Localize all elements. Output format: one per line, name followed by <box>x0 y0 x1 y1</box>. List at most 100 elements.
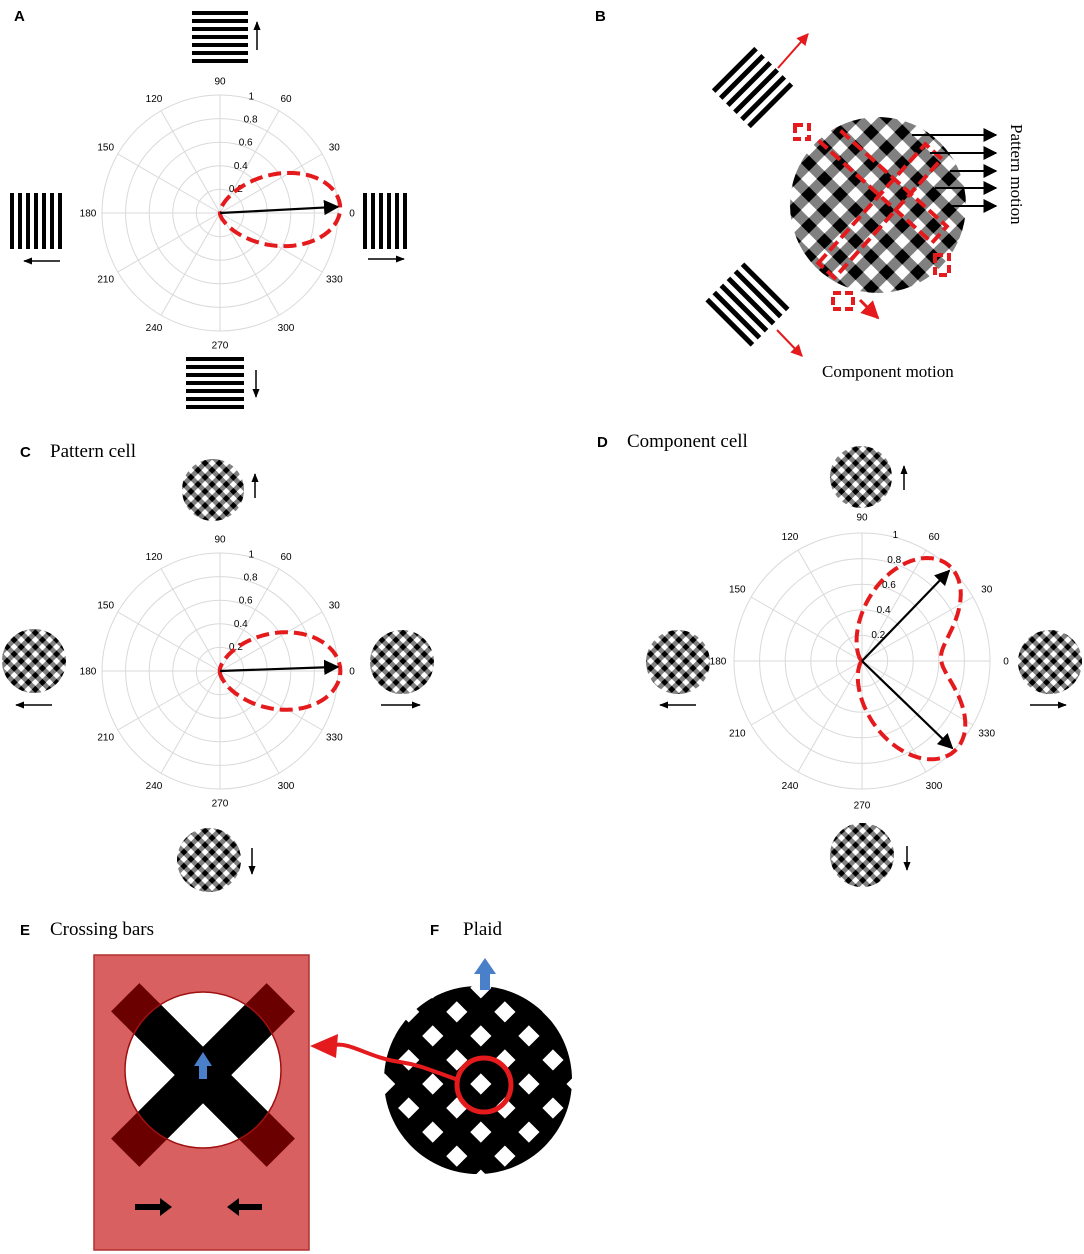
angle-tick-label: 90 <box>214 535 226 546</box>
grid-spoke <box>117 153 221 214</box>
panel-title-d: Component cell <box>627 431 748 452</box>
angle-tick-label: 60 <box>280 94 292 105</box>
grid-spoke <box>219 153 323 214</box>
grid-spoke <box>861 549 927 662</box>
plaid-icon-right <box>1018 630 1082 694</box>
panel-e: E Crossing bars <box>20 919 310 1251</box>
tuning-curve <box>854 556 968 762</box>
angle-tick-label: 300 <box>926 781 943 792</box>
preferred-direction-vector <box>219 199 340 216</box>
arrow-left-icon <box>227 1198 262 1216</box>
grid-spoke <box>861 660 927 773</box>
angle-tick-label: 240 <box>146 323 163 334</box>
angle-tick-label: 0 <box>1003 657 1009 668</box>
radial-tick-label: 0.6 <box>239 138 253 149</box>
angle-tick-label: 30 <box>981 585 993 596</box>
plaid-red-outlines <box>810 117 950 281</box>
panel-c: C Pattern cell 0306090120150180210240270… <box>2 441 434 892</box>
angle-tick-label: 90 <box>856 513 868 524</box>
radial-tick-label: 0.2 <box>871 630 885 641</box>
grid-spoke <box>160 568 221 672</box>
angle-tick-label: 330 <box>978 729 995 740</box>
angle-tick-label: 120 <box>146 94 163 105</box>
grid-spoke <box>117 611 221 672</box>
angle-tick-label: 60 <box>280 552 292 563</box>
tuning-curve <box>217 630 343 712</box>
plaid-icon-down <box>177 828 241 892</box>
tuning-curve <box>217 170 343 249</box>
polar-chart-c: 03060901201501802102402703003300.20.40.6… <box>80 535 356 810</box>
panel-d: D Component cell 03060901201501802102402… <box>597 431 1082 887</box>
grid-spoke <box>160 110 221 214</box>
radial-tick-label: 0.6 <box>239 596 253 607</box>
angle-tick-label: 0 <box>349 667 355 678</box>
component-arrow-up-icon <box>777 33 809 69</box>
panel-letter-b: B <box>595 8 606 25</box>
plaid-icon-up <box>830 446 892 508</box>
radial-tick-label: 0.8 <box>244 115 258 126</box>
arrow-right-icon <box>135 1198 172 1216</box>
grid-spoke <box>160 670 221 774</box>
radial-tick-label: 0.2 <box>229 642 243 653</box>
angle-tick-label: 30 <box>329 601 341 612</box>
grating-oblique-up <box>711 46 794 129</box>
plaid-icon-down <box>830 823 894 887</box>
polar-chart-a: 03060901201501802102402703003300.20.40.6… <box>80 77 356 352</box>
grid-spoke <box>861 596 974 662</box>
panel-title-f: Plaid <box>463 919 503 940</box>
plaid-icon-left <box>646 630 710 694</box>
angle-tick-label: 150 <box>729 585 746 596</box>
plaid-icon-up <box>182 459 244 521</box>
angle-tick-label: 210 <box>97 275 114 286</box>
angle-tick-label: 180 <box>80 209 97 220</box>
grid-spoke <box>117 212 221 273</box>
radial-tick-label: 0.4 <box>234 619 248 630</box>
grid-spoke <box>219 670 280 774</box>
grating-down <box>186 357 260 409</box>
grating-right <box>363 193 407 263</box>
angle-tick-label: 270 <box>212 799 229 810</box>
panel-letter-f: F <box>430 922 439 939</box>
outline-end <box>793 123 811 141</box>
grid-spoke <box>219 670 323 731</box>
grating-oblique-down <box>705 262 790 347</box>
panel-letter-c: C <box>20 444 31 461</box>
receptive-field-circle <box>454 1055 514 1115</box>
angle-tick-label: 240 <box>782 781 799 792</box>
panel-title-c: Pattern cell <box>50 441 136 462</box>
grating-left <box>10 193 62 265</box>
grid-spoke <box>797 660 863 773</box>
angle-tick-label: 120 <box>146 552 163 563</box>
radial-tick-label: 0.8 <box>244 573 258 584</box>
angle-tick-label: 120 <box>782 532 799 543</box>
panel-letter-a: A <box>14 8 25 25</box>
angle-tick-label: 0 <box>349 209 355 220</box>
arrow-up-blue-icon <box>474 958 496 990</box>
arrow-left-red-icon <box>310 1034 338 1058</box>
grid-spoke <box>219 611 323 672</box>
outline-end <box>831 291 855 311</box>
aperture-outline <box>124 991 282 1149</box>
panel-a: A 03060901201501802102402703003300.20.40… <box>10 8 407 409</box>
panel-letter-e: E <box>20 922 30 939</box>
panel-title-e: Crossing bars <box>50 919 154 940</box>
angle-tick-label: 210 <box>729 729 746 740</box>
plaid-icon-left <box>2 629 66 693</box>
grating-up <box>192 11 261 63</box>
preferred-direction-vector <box>861 569 951 662</box>
plaid-stimulus <box>790 117 966 293</box>
radial-tick-label: 1 <box>249 550 255 561</box>
grid-spoke <box>117 670 221 731</box>
angle-tick-label: 270 <box>854 801 871 812</box>
grid-spoke <box>861 660 974 726</box>
component-motion-label: Component motion <box>822 362 954 381</box>
grid-spoke <box>750 660 863 726</box>
angle-tick-label: 210 <box>97 733 114 744</box>
plaid-icon-right <box>370 630 434 694</box>
angle-tick-label: 240 <box>146 781 163 792</box>
pattern-motion-label: Pattern motion <box>1007 124 1026 225</box>
grid-spoke <box>219 212 280 316</box>
angle-tick-label: 300 <box>278 781 295 792</box>
angle-tick-label: 90 <box>214 77 226 88</box>
radial-tick-label: 0.4 <box>234 161 248 172</box>
